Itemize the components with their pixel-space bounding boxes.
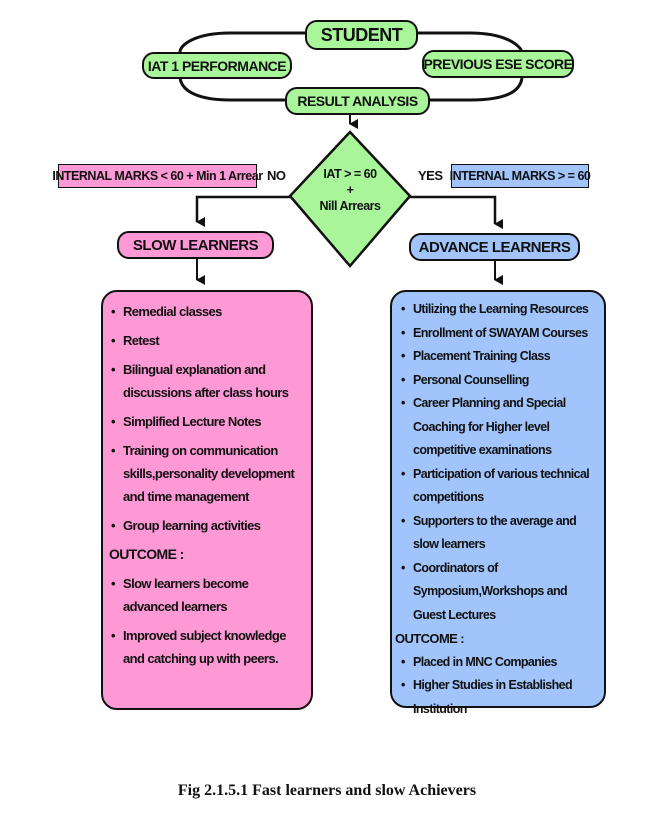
slow-strategy-item: Simplified Lecture Notes: [109, 410, 305, 433]
slow-learners-box: Remedial classes Retest Bilingual explan…: [101, 290, 313, 710]
advance-outcome-item: Higher Studies in Established Institutio…: [399, 674, 600, 721]
slow-outcome-item: Slow learners become advanced learners: [109, 572, 305, 618]
advance-learners-strategies: Utilizing the Learning Resources Enrollm…: [395, 298, 600, 627]
slow-strategy-item: Remedial classes: [109, 300, 305, 323]
slow-outcome-heading: OUTCOME :: [109, 546, 184, 562]
advance-strategy-item: Utilizing the Learning Resources: [399, 298, 600, 322]
slow-strategy-item: Training on communication skills,persona…: [109, 439, 305, 508]
student-node: STUDENT: [305, 20, 418, 50]
slow-strategy-item: Group learning activities: [109, 514, 305, 537]
advance-strategy-item: Career Planning and Special Coaching for…: [399, 392, 600, 463]
decision-line-2: +: [346, 183, 354, 197]
figure-caption: Fig 2.1.5.1 Fast learners and slow Achie…: [177, 782, 477, 799]
advance-learners-node: ADVANCE LEARNERS: [409, 233, 580, 261]
decision-diamond: [288, 130, 412, 268]
decision-line-3: Nill Arrears: [319, 199, 381, 213]
cycle-line-bottom-left: [178, 77, 288, 102]
slow-condition-label: INTERNAL MARKS < 60 + Min 1 Arrear: [52, 164, 263, 188]
cycle-line-top-right: [418, 31, 524, 53]
advance-strategy-item: Supporters to the average and slow learn…: [399, 510, 600, 557]
slow-learners-node: SLOW LEARNERS: [117, 231, 274, 259]
previous-ese-score-node: PREVIOUS ESE SCORE: [422, 50, 574, 78]
result-analysis-node: RESULT ANALYSIS: [285, 87, 430, 115]
advance-strategy-item: Personal Counselling: [399, 369, 600, 393]
slow-strategy-item: Bilingual explanation and discussions af…: [109, 358, 305, 404]
advance-strategy-item: Participation of various technical compe…: [399, 463, 600, 510]
arrow-yes-branch: [410, 195, 503, 229]
cycle-line-bottom-right: [430, 77, 524, 102]
cycle-line-top-left: [178, 31, 305, 53]
slow-outcome-item: Improved subject knowledge and catching …: [109, 624, 305, 670]
yes-label: YES: [418, 168, 443, 183]
slow-strategy-item: Retest: [109, 329, 305, 352]
decision-line-1: IAT > = 60: [323, 167, 377, 181]
iat1-performance-node: IAT 1 PERFORMANCE: [142, 52, 292, 79]
slow-learners-strategies: Remedial classes Retest Bilingual explan…: [109, 300, 305, 537]
slow-learners-outcomes: Slow learners become advanced learners I…: [109, 572, 305, 670]
advance-strategy-item: Enrollment of SWAYAM Courses: [399, 322, 600, 346]
decision-text: IAT > = 60 + Nill Arrears: [290, 166, 410, 214]
advance-outcome-item: Placed in MNC Companies: [399, 651, 600, 675]
no-label: NO: [267, 168, 286, 183]
advance-learners-box: Utilizing the Learning Resources Enrollm…: [390, 290, 606, 716]
advance-strategy-item: Coordinators of Symposium,Workshops and …: [399, 557, 600, 628]
advance-outcome-heading: OUTCOME :: [395, 631, 465, 646]
advance-learners-outcomes: Placed in MNC Companies Higher Studies i…: [395, 651, 600, 722]
advance-strategy-item: Placement Training Class: [399, 345, 600, 369]
advance-condition-label: INTERNAL MARKS > = 60: [450, 164, 591, 188]
arrow-no-branch: [195, 195, 290, 227]
